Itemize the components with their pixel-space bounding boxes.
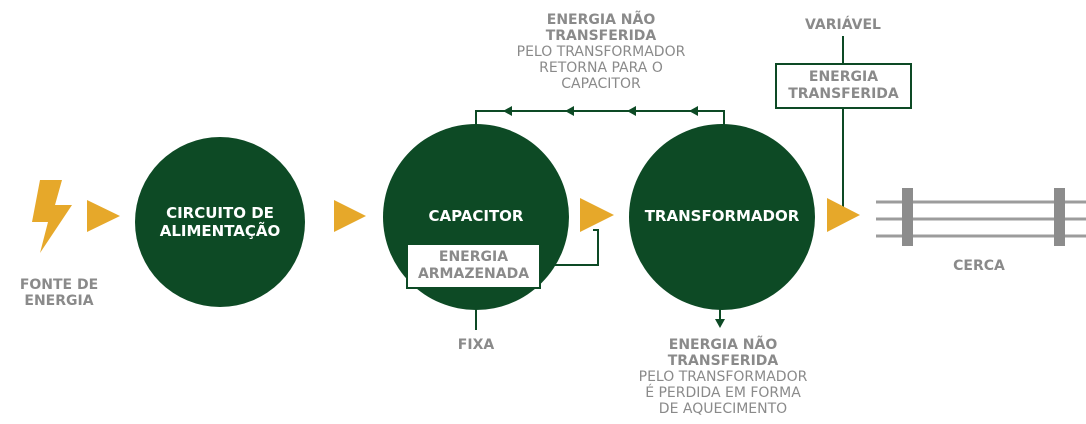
feeder-circuit-node: CIRCUITO DE ALIMENTAÇÃO: [135, 137, 305, 307]
stored-energy-line2: ARMAZENADA: [417, 266, 530, 282]
return-loop-arrowheads: [503, 106, 698, 116]
transferred-energy-box: ENERGIA TRANSFERIDA: [775, 63, 912, 109]
transferred-energy-line2: TRANSFERIDA: [788, 86, 899, 102]
return-loop-connector: [475, 110, 725, 130]
power-source-label: FONTE DE ENERGIA: [4, 277, 114, 309]
feeder-circuit-label-line1: CIRCUITO DE: [166, 204, 274, 222]
returned-energy-text: ENERGIA NÃO TRANSFERIDA PELO TRANSFORMAD…: [476, 12, 726, 92]
lightning-bolt-icon: [32, 180, 72, 253]
lost-energy-arrowhead: [715, 319, 725, 328]
lost-energy-line3: DE AQUECIMENTO: [658, 401, 788, 417]
lost-energy-text: ENERGIA NÃO TRANSFERIDA PELO TRANSFORMAD…: [598, 337, 848, 417]
stored-energy-box: ENERGIA ARMAZENADA: [406, 243, 541, 289]
power-source-label-line2: ENERGIA: [24, 293, 94, 309]
flow-arrow-4: [827, 198, 860, 232]
returned-energy-line2: RETORNA PARA O: [539, 60, 663, 76]
lost-energy-title-1: ENERGIA NÃO: [668, 337, 778, 353]
fence-icon: [876, 188, 1086, 246]
returned-energy-title-1: ENERGIA NÃO: [546, 12, 656, 28]
stored-energy-line1: ENERGIA: [438, 249, 509, 265]
lost-energy-line2: É PERDIDA EM FORMA: [645, 385, 801, 401]
flow-arrow-3: [580, 198, 614, 232]
returned-energy-title-2: TRANSFERIDA: [545, 28, 657, 44]
lost-energy-title-2: TRANSFERIDA: [667, 353, 779, 369]
returned-energy-line3: CAPACITOR: [561, 76, 641, 92]
returned-energy-line1: PELO TRANSFORMADOR: [516, 44, 686, 60]
transformer-node: TRANSFORMADOR: [629, 124, 815, 310]
transformer-label: TRANSFORMADOR: [644, 207, 800, 225]
lost-energy-line1: PELO TRANSFORMADOR: [638, 369, 808, 385]
transferred-energy-line1: ENERGIA: [808, 69, 879, 85]
fence-label: CERCA: [953, 258, 1005, 274]
flow-arrow-2: [334, 200, 366, 232]
stored-energy-connector: [541, 229, 599, 266]
flow-arrow-1: [87, 200, 120, 232]
feeder-circuit-label-line2: ALIMENTAÇÃO: [159, 222, 281, 240]
fixed-label: FIXA: [457, 337, 495, 353]
power-source-label-line1: FONTE DE: [19, 277, 99, 293]
variable-label: VARIÁVEL: [805, 17, 881, 33]
capacitor-label: CAPACITOR: [428, 207, 524, 225]
